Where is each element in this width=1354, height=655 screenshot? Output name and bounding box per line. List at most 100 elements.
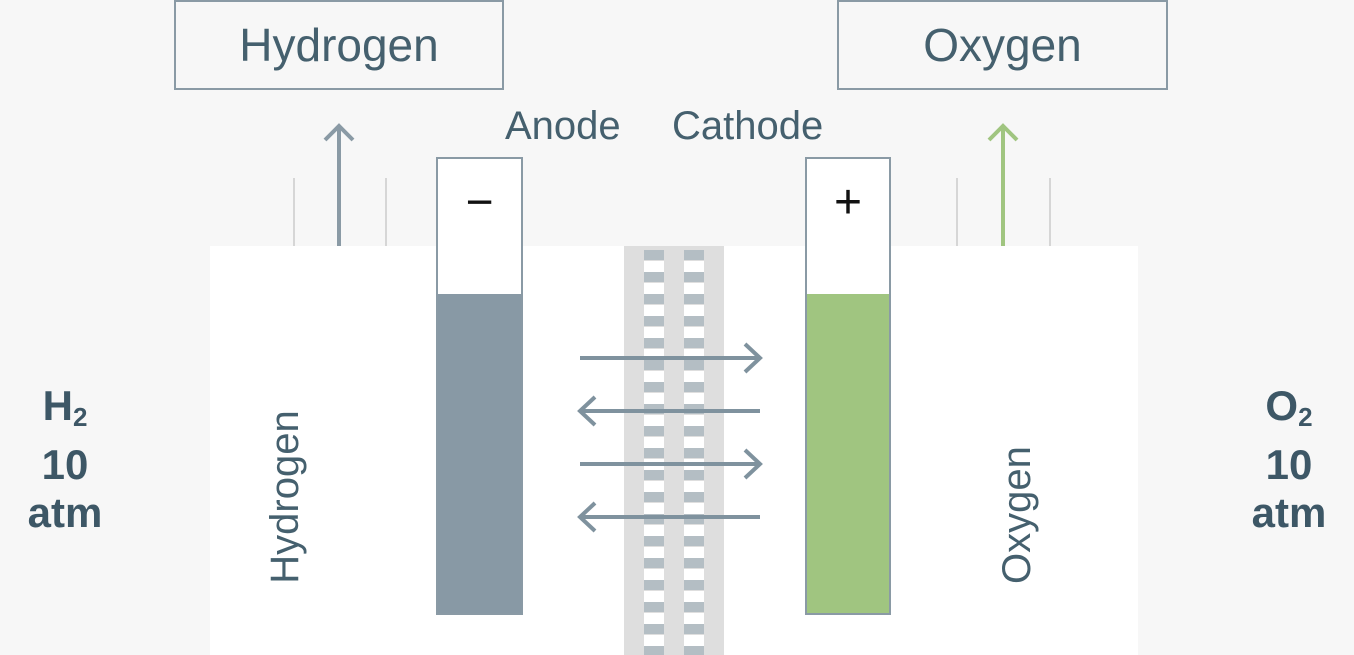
membrane-dash <box>644 646 664 655</box>
membrane-dash <box>644 338 664 348</box>
membrane-gap <box>644 371 664 382</box>
membrane-dash <box>644 492 664 502</box>
membrane-dash <box>684 272 704 282</box>
membrane-gap <box>644 503 664 514</box>
plus-sign: + <box>833 176 863 229</box>
membrane-gap <box>644 305 664 316</box>
membrane-gap <box>684 547 704 558</box>
membrane-gap <box>644 437 664 448</box>
membrane-gap <box>644 591 664 602</box>
membrane-gap <box>684 591 704 602</box>
membrane-dash <box>644 426 664 436</box>
membrane-dash <box>644 558 664 568</box>
membrane-gap <box>644 349 664 360</box>
oxygen-flow-arrow <box>987 123 1019 246</box>
hydrogen-pressure: H2 10 atm <box>0 382 130 537</box>
hydrogen-pressure-value: 10 atm <box>27 441 103 536</box>
membrane-dash <box>684 602 704 612</box>
membrane-dash <box>684 492 704 502</box>
hydrogen-output-box: Hydrogen <box>174 0 504 90</box>
cathode-electrode: + <box>805 157 891 615</box>
membrane-gap <box>644 393 664 404</box>
hydrogen-chamber-label: Hydrogen <box>263 410 307 584</box>
membrane-gap <box>644 415 664 426</box>
membrane-gap <box>684 393 704 404</box>
anode-electrode: − <box>436 157 523 615</box>
membrane-dash <box>644 250 664 260</box>
membrane-gap <box>684 525 704 536</box>
membrane-dash <box>684 580 704 590</box>
membrane-gap <box>644 547 664 558</box>
membrane-dash <box>684 624 704 634</box>
ion-arrow-right-1 <box>580 342 763 374</box>
membrane-dash <box>684 426 704 436</box>
membrane-gap <box>644 569 664 580</box>
membrane-gap <box>684 305 704 316</box>
oxygen-chamber-label: Oxygen <box>995 446 1039 584</box>
membrane-dash <box>644 470 664 480</box>
membrane-dash <box>644 448 664 458</box>
ion-arrow-left-2 <box>577 501 760 533</box>
oxygen-subscript: 2 <box>1298 402 1313 432</box>
membrane-dash <box>684 316 704 326</box>
membrane-dash <box>644 294 664 304</box>
membrane-dash <box>644 602 664 612</box>
membrane-dash <box>644 316 664 326</box>
membrane <box>624 246 724 655</box>
hydrogen-subscript: 2 <box>72 402 88 432</box>
hydrogen-symbol: H <box>42 382 73 429</box>
membrane-gap <box>644 525 664 536</box>
anode-label: Anode <box>505 104 621 148</box>
membrane-dash <box>644 624 664 634</box>
membrane-gap <box>644 635 664 646</box>
membrane-gap <box>684 503 704 514</box>
membrane-gap <box>644 327 664 338</box>
anode-fill <box>438 294 521 613</box>
membrane-dash <box>644 536 664 546</box>
membrane-gap <box>684 371 704 382</box>
oxygen-output-label: Oxygen <box>923 19 1082 71</box>
cathode-label: Cathode <box>672 104 824 148</box>
membrane-dash <box>684 536 704 546</box>
membrane-dash <box>684 448 704 458</box>
ion-arrow-right-2 <box>580 448 763 480</box>
membrane-dash <box>684 558 704 568</box>
membrane-gap <box>684 327 704 338</box>
membrane-gap <box>644 261 664 272</box>
oxygen-pressure: O2 10 atm <box>1224 382 1354 537</box>
membrane-gap <box>684 613 704 624</box>
membrane-dash <box>684 338 704 348</box>
oxygen-output-box: Oxygen <box>837 0 1168 90</box>
membrane-gap <box>684 349 704 360</box>
membrane-dash <box>684 470 704 480</box>
minus-sign: − <box>465 176 494 229</box>
membrane-gap <box>684 415 704 426</box>
membrane-dash <box>644 360 664 370</box>
membrane-gap <box>684 283 704 294</box>
membrane-dash <box>644 272 664 282</box>
membrane-gap <box>644 613 664 624</box>
oxygen-symbol: O <box>1265 382 1299 429</box>
membrane-dash <box>644 580 664 590</box>
membrane-gap <box>684 437 704 448</box>
membrane-dash <box>684 646 704 655</box>
membrane-dashes <box>644 250 704 655</box>
membrane-dash <box>684 382 704 392</box>
membrane-gap <box>684 261 704 272</box>
membrane-dash <box>644 382 664 392</box>
membrane-dash <box>684 360 704 370</box>
membrane-dash <box>684 294 704 304</box>
ion-arrow-left-1 <box>577 395 760 427</box>
hydrogen-output-label: Hydrogen <box>239 19 439 71</box>
membrane-gap <box>684 635 704 646</box>
oxygen-pressure-value: 10 atm <box>1251 441 1327 536</box>
cathode-fill <box>807 294 889 613</box>
membrane-dash <box>684 250 704 260</box>
membrane-gap <box>644 283 664 294</box>
membrane-gap <box>684 569 704 580</box>
membrane-gap <box>684 481 704 492</box>
membrane-gap <box>644 481 664 492</box>
hydrogen-flow-arrow <box>323 123 355 246</box>
